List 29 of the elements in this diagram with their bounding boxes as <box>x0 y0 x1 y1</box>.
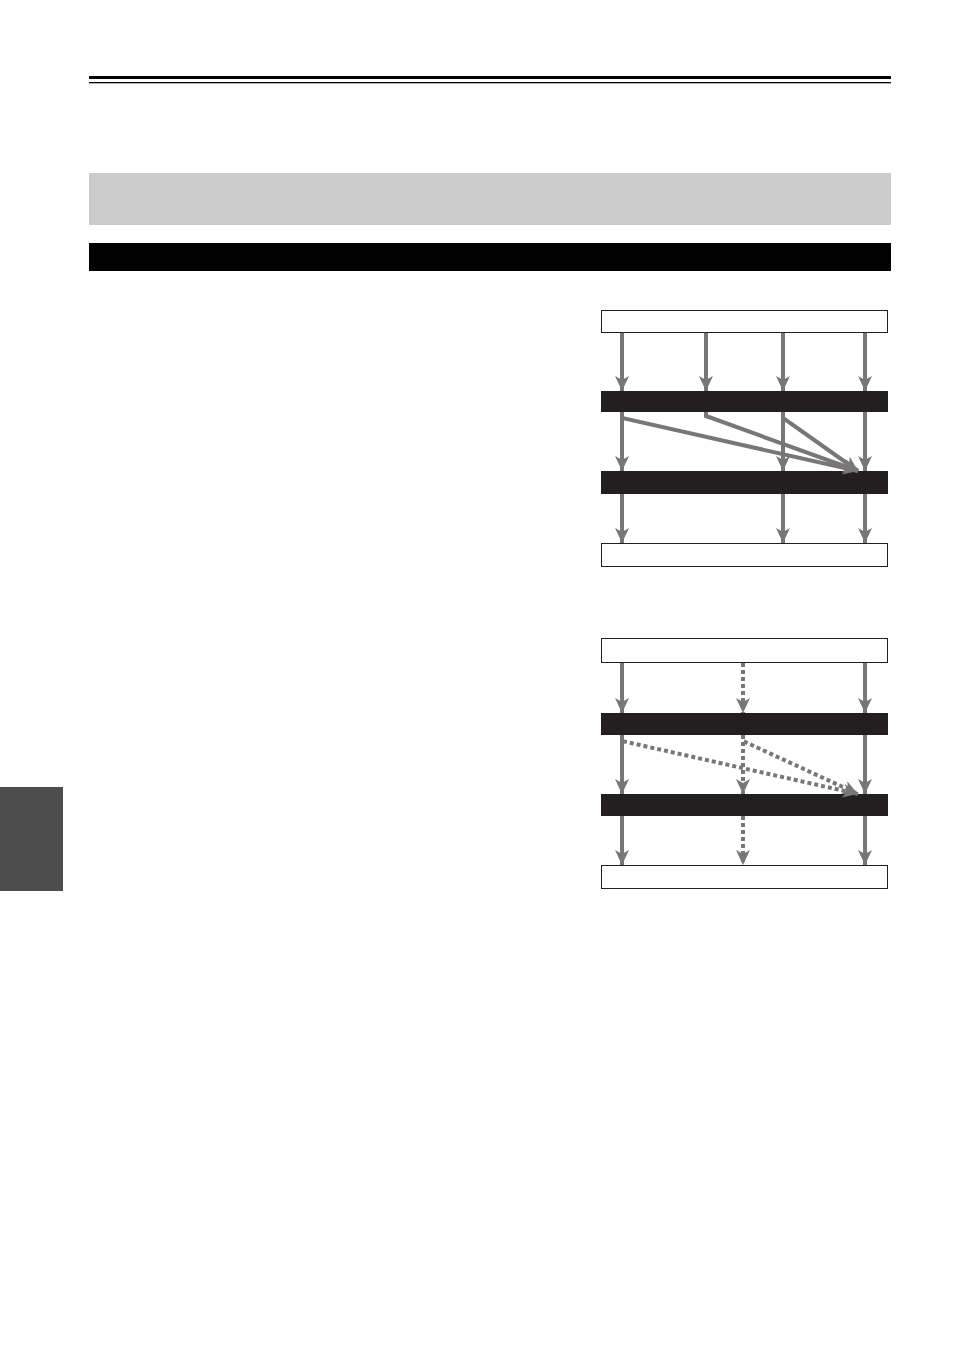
arrow <box>858 333 872 391</box>
heading-bar <box>89 243 891 271</box>
arrow <box>615 494 629 543</box>
empty-box <box>601 638 888 663</box>
arrow <box>620 735 859 798</box>
arrow <box>699 333 713 391</box>
channel-bar <box>601 471 888 494</box>
arrow <box>776 333 790 391</box>
empty-box <box>601 543 888 567</box>
channel-bar <box>601 794 888 816</box>
arrow <box>741 735 859 796</box>
arrow <box>736 816 750 865</box>
empty-box <box>601 310 888 333</box>
arrow <box>776 494 790 543</box>
arrow <box>615 816 629 865</box>
channel-bar <box>601 713 888 735</box>
arrow <box>736 663 750 713</box>
arrow <box>858 816 872 865</box>
arrow <box>858 663 872 713</box>
arrow <box>858 735 872 794</box>
empty-box <box>601 865 888 889</box>
channel-bar <box>601 391 888 412</box>
arrow <box>858 412 872 471</box>
arrow <box>615 333 629 391</box>
side-tab <box>0 787 63 891</box>
arrow <box>704 412 859 473</box>
arrow <box>858 494 872 543</box>
arrow <box>615 663 629 713</box>
section-band <box>89 173 891 225</box>
